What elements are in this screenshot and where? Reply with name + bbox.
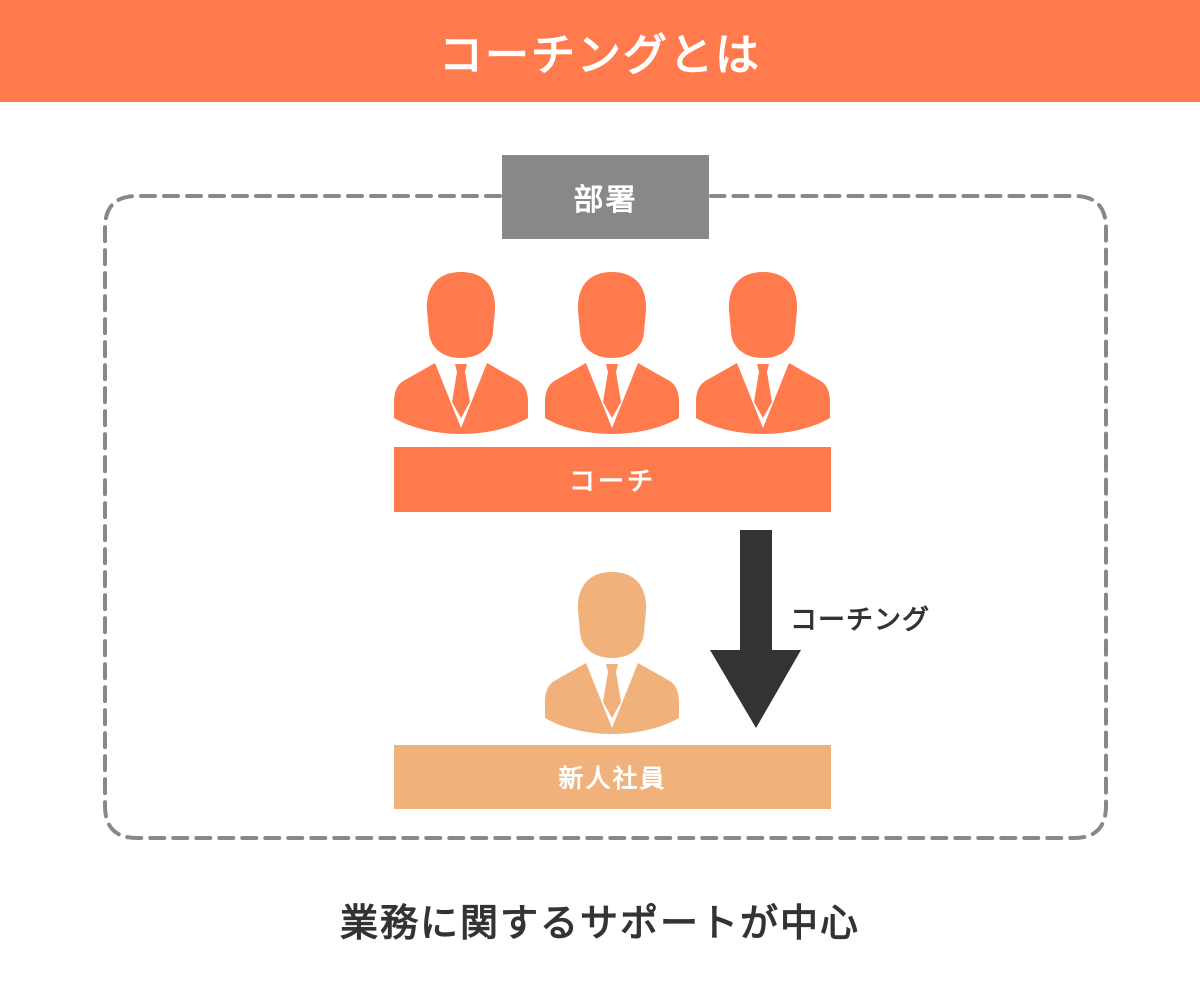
arrow-label: コーチング (790, 605, 930, 636)
new-employee-person-icon (545, 572, 679, 734)
new-employee-bar: 新人社員 (394, 745, 831, 809)
department-label: 部署 (502, 155, 709, 239)
coaching-arrow-icon (710, 530, 801, 728)
page-title: コーチングとは (439, 30, 761, 81)
coach-person-icon (696, 272, 830, 434)
coach-person-icon (545, 272, 679, 434)
header-banner: コーチングとは (0, 0, 1200, 102)
summary-text: 業務に関するサポートが中心 (339, 901, 860, 945)
coach-bar: コーチ (394, 447, 831, 512)
coach-person-icon (394, 272, 528, 434)
